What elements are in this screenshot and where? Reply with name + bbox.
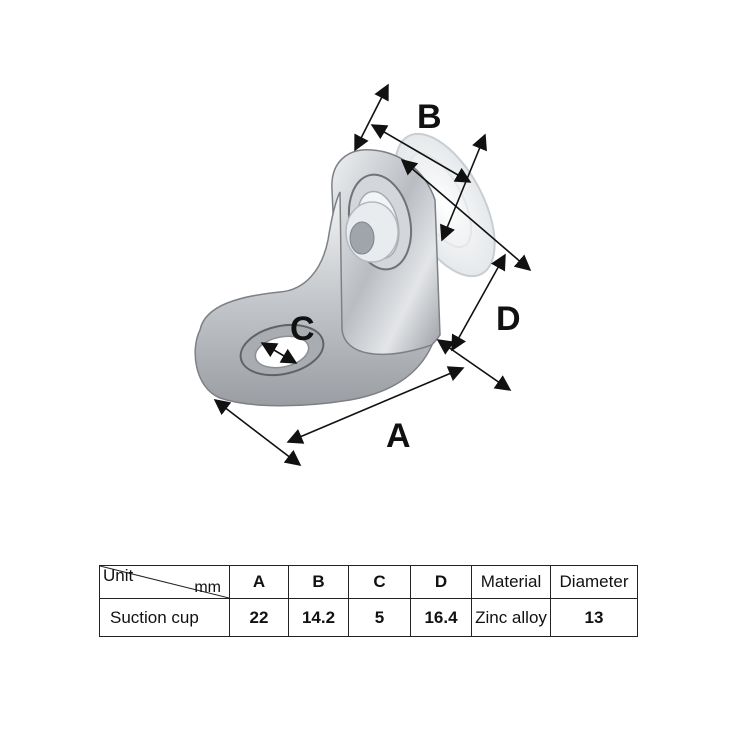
header-c: C: [348, 565, 411, 599]
unit-cell: Unit mm: [99, 565, 230, 599]
value-b: 14.2: [288, 598, 349, 637]
spec-table: Unit mm A B C D Material Diameter Suctio…: [99, 565, 638, 637]
table-header-row: Unit mm A B C D Material Diameter: [99, 565, 638, 599]
header-a: A: [229, 565, 289, 599]
value-material: Zinc alloy: [471, 598, 551, 637]
header-d: D: [410, 565, 472, 599]
dimension-label-b: B: [417, 98, 442, 136]
table-row: Suction cup 22 14.2 5 16.4 Zinc alloy 13: [99, 598, 638, 637]
header-material: Material: [471, 565, 551, 599]
value-d: 16.4: [410, 598, 472, 637]
dimension-label-a: A: [386, 417, 411, 455]
dimension-label-d: D: [496, 300, 521, 338]
bushing: [345, 201, 399, 263]
unit-label: Unit: [103, 566, 134, 585]
dimension-lines: [213, 83, 532, 466]
value-c: 5: [348, 598, 411, 637]
unit-value: mm: [194, 579, 221, 596]
value-a: 22: [229, 598, 289, 637]
diagonal-divider: [100, 566, 229, 598]
value-diameter: 13: [550, 598, 638, 637]
row-name: Suction cup: [99, 598, 230, 637]
header-diameter: Diameter: [550, 565, 638, 599]
product-illustration: B D A C: [194, 83, 532, 466]
header-b: B: [288, 565, 349, 599]
dimension-label-c: C: [290, 310, 315, 348]
l-bracket: [194, 149, 441, 407]
